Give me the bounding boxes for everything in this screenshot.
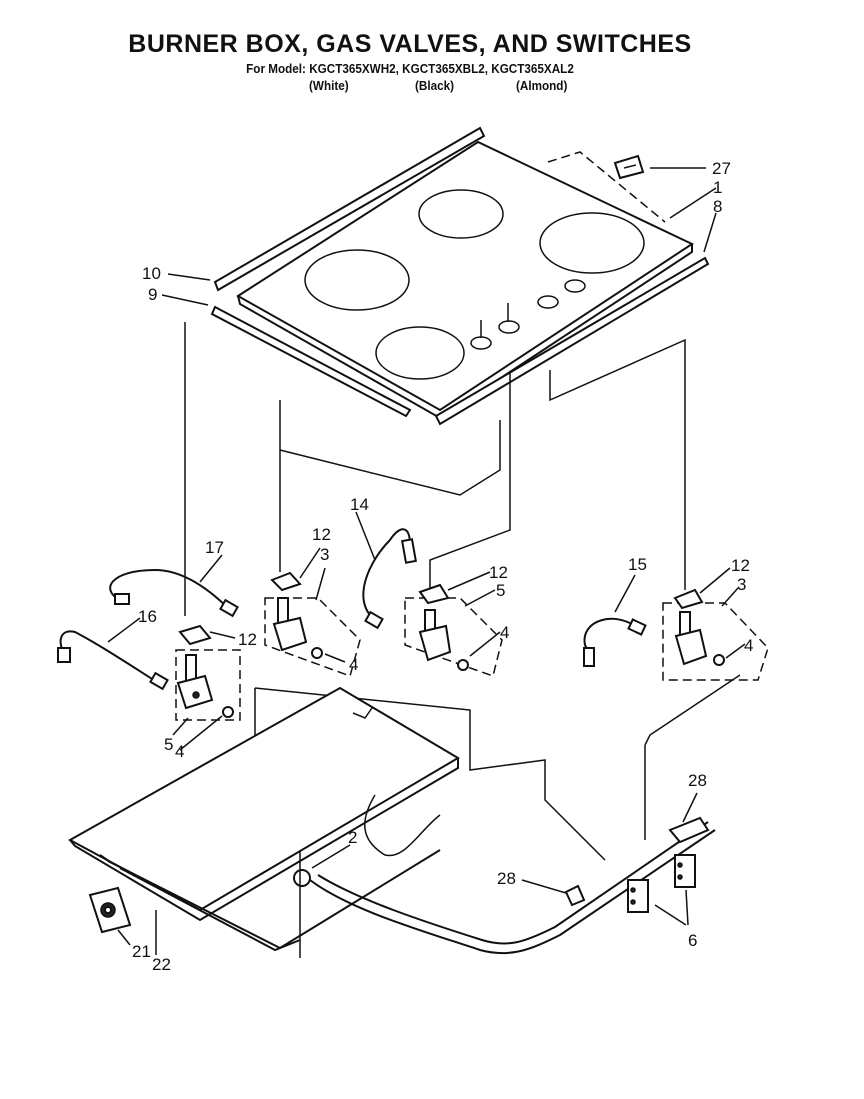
variant-black: (Black) (415, 78, 455, 93)
clip-28-upper (668, 816, 710, 844)
model-line: For Model: KGCT365XWH2, KGCT365XBL2, KGC… (246, 61, 574, 76)
callout-28-lower: 28 (497, 869, 516, 888)
callout-5-center-right: 5 (496, 581, 505, 600)
callout-28-upper: 28 (688, 771, 707, 790)
valve-left (175, 624, 241, 721)
callout-22: 22 (152, 955, 171, 974)
valve-right (662, 588, 769, 681)
callout-5-left: 5 (164, 735, 173, 754)
callout-4-right: 4 (744, 636, 753, 655)
callout-10: 10 (142, 264, 161, 283)
leader-lines (107, 167, 746, 955)
callout-12-center-right: 12 (489, 563, 508, 582)
burner-box (67, 686, 460, 958)
trim-strip-side (434, 256, 710, 426)
callout-3-center-left: 3 (320, 545, 329, 564)
part-callouts: 27 1 8 10 9 14 17 12 3 16 12 12 5 4 15 1… (132, 159, 753, 974)
callout-6: 6 (688, 931, 697, 950)
gas-tube-14 (362, 528, 417, 630)
spark-module-21 (88, 886, 132, 934)
valve-center-right (404, 583, 503, 677)
bracket-27 (613, 154, 645, 180)
callout-12-right: 12 (731, 556, 750, 575)
valve-center-left (264, 571, 361, 677)
callout-1: 1 (713, 178, 722, 197)
callout-14: 14 (350, 495, 369, 514)
callout-12-center-left: 12 (312, 525, 331, 544)
switch-6-right (674, 854, 696, 888)
callout-21: 21 (132, 942, 151, 961)
callout-4-left: 4 (175, 742, 184, 761)
callout-3-right: 3 (737, 575, 746, 594)
color-variants: (White) (Black) (Almond) (0, 78, 864, 98)
switch-6-left (627, 879, 649, 913)
callout-17: 17 (205, 538, 224, 557)
callout-4-center-right: 4 (500, 623, 509, 642)
cooktop-glass (236, 140, 695, 420)
callout-12-left: 12 (238, 630, 257, 649)
callout-15: 15 (628, 555, 647, 574)
clip-28-lower (564, 884, 586, 907)
diagram-header: BURNER BOX, GAS VALVES, AND SWITCHES For… (0, 30, 820, 76)
callout-16: 16 (138, 607, 157, 626)
callout-2: 2 (348, 828, 357, 847)
variant-almond: (Almond) (516, 78, 568, 93)
gas-tube-16 (57, 630, 169, 691)
callout-27: 27 (712, 159, 731, 178)
manifold-pipe (309, 821, 716, 955)
trim-strip-front (210, 305, 412, 418)
page-title: BURNER BOX, GAS VALVES, AND SWITCHES (128, 30, 692, 58)
guide-lines (184, 151, 741, 861)
gas-tube-15 (583, 618, 647, 667)
callout-9: 9 (148, 285, 157, 304)
gas-tube-17 (109, 568, 239, 618)
variant-white: (White) (309, 78, 349, 93)
callout-8: 8 (713, 197, 722, 216)
trim-strip-rear (213, 126, 486, 292)
callout-4-center-left: 4 (349, 655, 358, 674)
